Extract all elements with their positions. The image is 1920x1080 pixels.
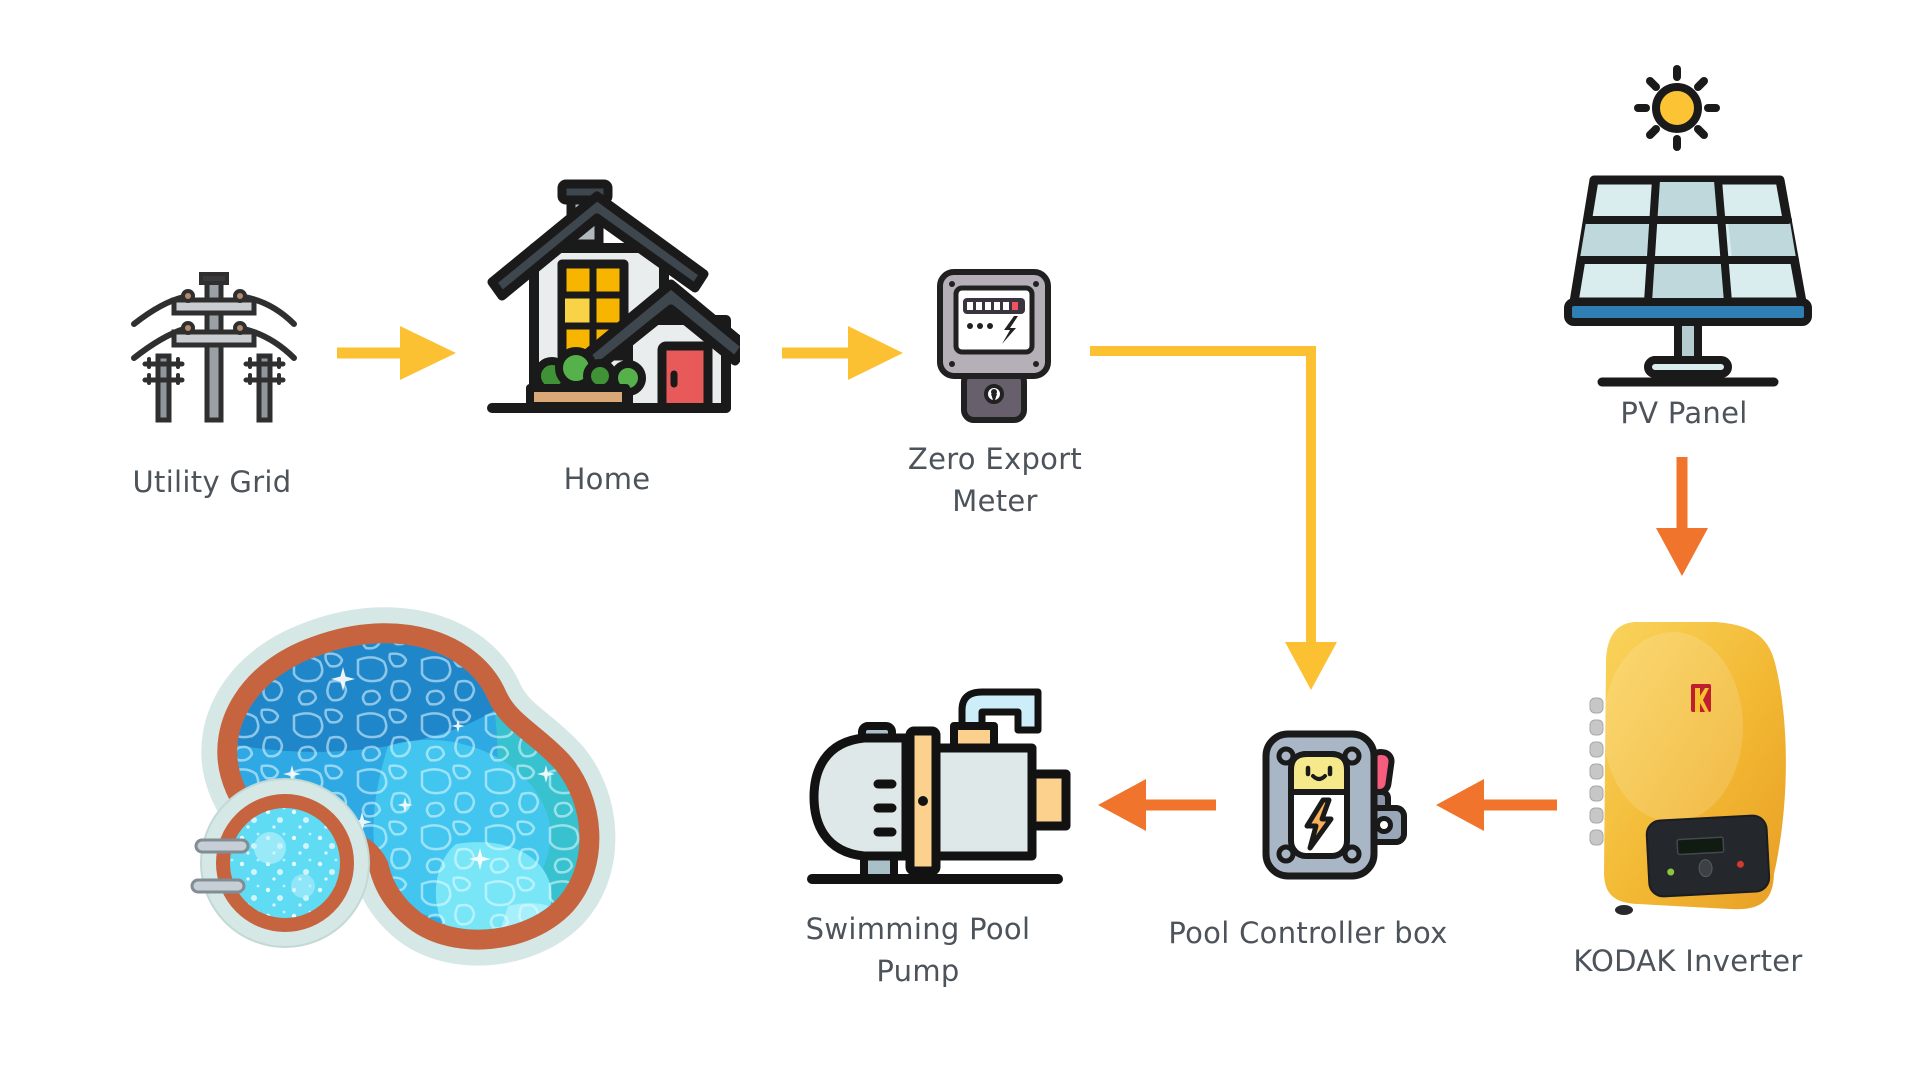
arrow-inverter-to-controller [1436,779,1557,831]
led-red [1736,860,1744,868]
roof [487,191,709,301]
pv-panel-icon [1564,65,1812,387]
zero-export-meter-label: Zero Export Meter [907,442,1083,519]
arrow-controller-to-pump [1098,779,1216,831]
side-pole [155,353,172,423]
arrow-grid-to-home [337,326,456,380]
led-green [1667,868,1675,876]
red-door [657,341,713,413]
meter-display [953,285,1035,355]
utility-grid-icon [131,272,297,423]
pool-controller-label: Pool Controller box [1168,916,1448,950]
lightning-bolt [1304,797,1334,851]
panel-stand [1674,318,1702,364]
sun-icon [1634,65,1720,151]
arrow-home-to-meter [782,326,903,380]
kodak-inverter-label: KODAK Inverter [1573,944,1803,978]
utility-grid-label: Utility Grid [132,465,292,499]
home-label: Home [563,462,651,496]
face-smile [1311,774,1327,781]
home-icon [487,179,740,413]
heatsink-fins [1589,697,1604,846]
swimming-pool-illustration [190,596,638,986]
pump-outlet [1027,769,1071,831]
crossarm [171,297,257,316]
arrow-pv-to-inverter [1656,457,1708,576]
pool-controller-icon [1262,730,1407,880]
kodak-logo [1691,684,1711,712]
swimming-pool-pump-label: Swimming Pool Pump [805,912,1031,989]
pv-panel-label: PV Panel [1620,396,1748,430]
pump-motor [809,733,911,861]
zero-export-meter-icon [937,269,1051,423]
inverter-display-panel [1645,814,1771,898]
ladder-icon [190,838,250,894]
inverter-foot [1615,905,1633,915]
pump-housing [931,743,1037,861]
arrow-meter-to-controller [1090,346,1337,690]
kodak-inverter-icon [1589,622,1786,915]
bolt-glyph [1002,316,1018,344]
pool-pump-icon [807,688,1071,884]
spa [190,778,370,948]
pump-pipe [958,688,1042,734]
